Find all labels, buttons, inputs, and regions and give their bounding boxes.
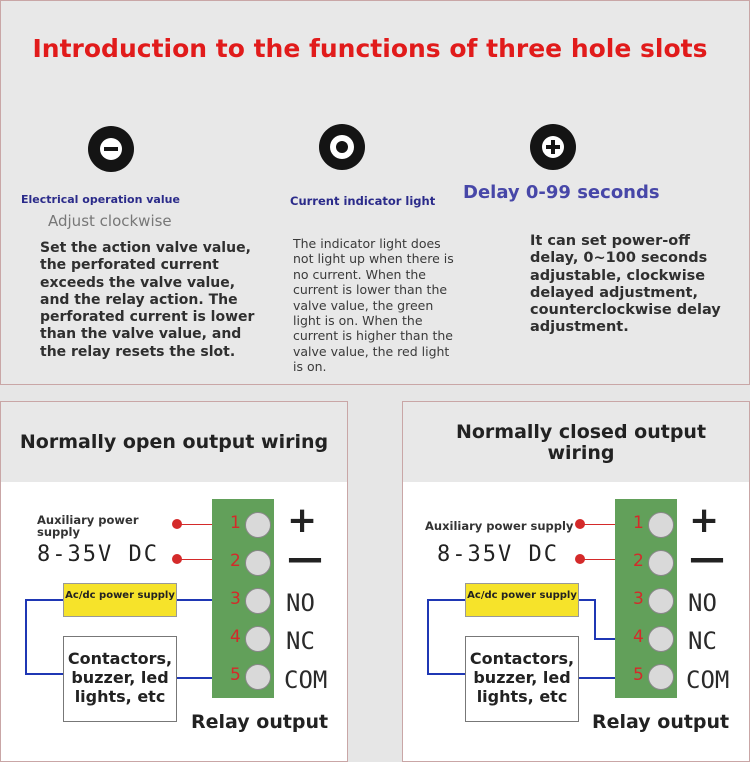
terminal-screw [245, 664, 271, 690]
terminal-label-nc: NC [688, 627, 717, 655]
terminal-label-minus: — [287, 538, 323, 579]
wire [579, 599, 595, 601]
voltage-label: 8-35V DC [437, 542, 559, 567]
terminal-label-com: COM [686, 666, 730, 694]
page-title: Introduction to the functions of three h… [32, 34, 708, 63]
wire [25, 673, 63, 675]
wire [579, 677, 636, 679]
terminal-label-nc: NC [286, 627, 315, 655]
terminal-number: 4 [230, 627, 241, 647]
slot3-label: Delay 0-99 seconds [463, 182, 660, 203]
terminal-number: 5 [230, 665, 241, 685]
power-supply-box: Ac/dc power supply [63, 583, 177, 617]
device-box: Contactors, buzzer, led lights, etc [63, 636, 177, 722]
device-box: Contactors, buzzer, led lights, etc [465, 636, 579, 722]
terminal-number: 5 [633, 665, 644, 685]
ring-icon [319, 124, 365, 170]
lead-dot-2 [575, 554, 585, 564]
wire [177, 599, 233, 601]
slot2-label: Current indicator light [290, 194, 436, 208]
slot2-description: The indicator light does not light up wh… [293, 236, 454, 375]
terminal-block: 1 2 3 4 5 [212, 499, 274, 698]
lead-line-2 [584, 559, 634, 560]
terminal-screw [648, 664, 674, 690]
slot1-sublabel: Adjust clockwise [48, 212, 172, 230]
terminal-label-plus: + [689, 500, 720, 541]
slot-functions-panel [0, 0, 750, 385]
terminal-number: 2 [633, 551, 644, 571]
wire [25, 599, 63, 601]
terminal-screw [648, 512, 674, 538]
relay-output-label: Relay output [191, 711, 329, 733]
terminal-label-com: COM [284, 666, 328, 694]
terminal-number: 1 [230, 513, 241, 533]
terminal-label-no: NO [688, 589, 717, 617]
slot1-label: Electrical operation value [21, 193, 180, 206]
terminal-label-no: NO [286, 589, 315, 617]
terminal-screw [648, 588, 674, 614]
relay-output-label: Relay output [592, 711, 730, 733]
terminal-screw [648, 626, 674, 652]
minus-circle-icon [88, 126, 134, 172]
lead-dot-1 [172, 519, 182, 529]
lead-line-2 [181, 559, 231, 560]
terminal-number: 3 [230, 589, 241, 609]
wire [427, 673, 465, 675]
slot3-description: It can set power-off delay, 0~100 second… [530, 233, 721, 336]
normally-closed-title: Normally closed output wiring [455, 421, 707, 464]
terminal-screw [245, 588, 271, 614]
lead-dot-1 [575, 519, 585, 529]
panel-header [403, 402, 749, 482]
voltage-label: 8-35V DC [37, 542, 159, 567]
terminal-label-minus: — [689, 538, 725, 579]
aux-power-label: Auxiliary power supply [425, 519, 574, 533]
terminal-block: 1 2 3 4 5 [615, 499, 677, 698]
terminal-number: 2 [230, 551, 241, 571]
normally-closed-panel: Normally closed output wiring Auxiliary … [402, 401, 750, 762]
panel-header [1, 402, 347, 482]
normally-open-panel: Normally open output wiring Auxiliary po… [0, 401, 348, 762]
lead-dot-2 [172, 554, 182, 564]
lead-line-1 [584, 524, 634, 525]
terminal-screw [245, 626, 271, 652]
normally-open-title: Normally open output wiring [19, 431, 329, 453]
terminal-label-plus: + [287, 500, 318, 541]
slot1-description: Set the action valve value, the perforat… [40, 240, 255, 360]
terminal-number: 4 [633, 627, 644, 647]
wire [427, 599, 465, 601]
terminal-screw [648, 550, 674, 576]
terminal-screw [245, 512, 271, 538]
terminal-number: 3 [633, 589, 644, 609]
wire [25, 599, 27, 674]
lead-line-1 [181, 524, 231, 525]
terminal-screw [245, 550, 271, 576]
plus-circle-icon [530, 124, 576, 170]
power-supply-box: Ac/dc power supply [465, 583, 579, 617]
wire [427, 599, 429, 674]
aux-power-label: Auxiliary power supply [37, 513, 139, 539]
wire [177, 677, 233, 679]
wire [594, 599, 596, 638]
terminal-number: 1 [633, 513, 644, 533]
